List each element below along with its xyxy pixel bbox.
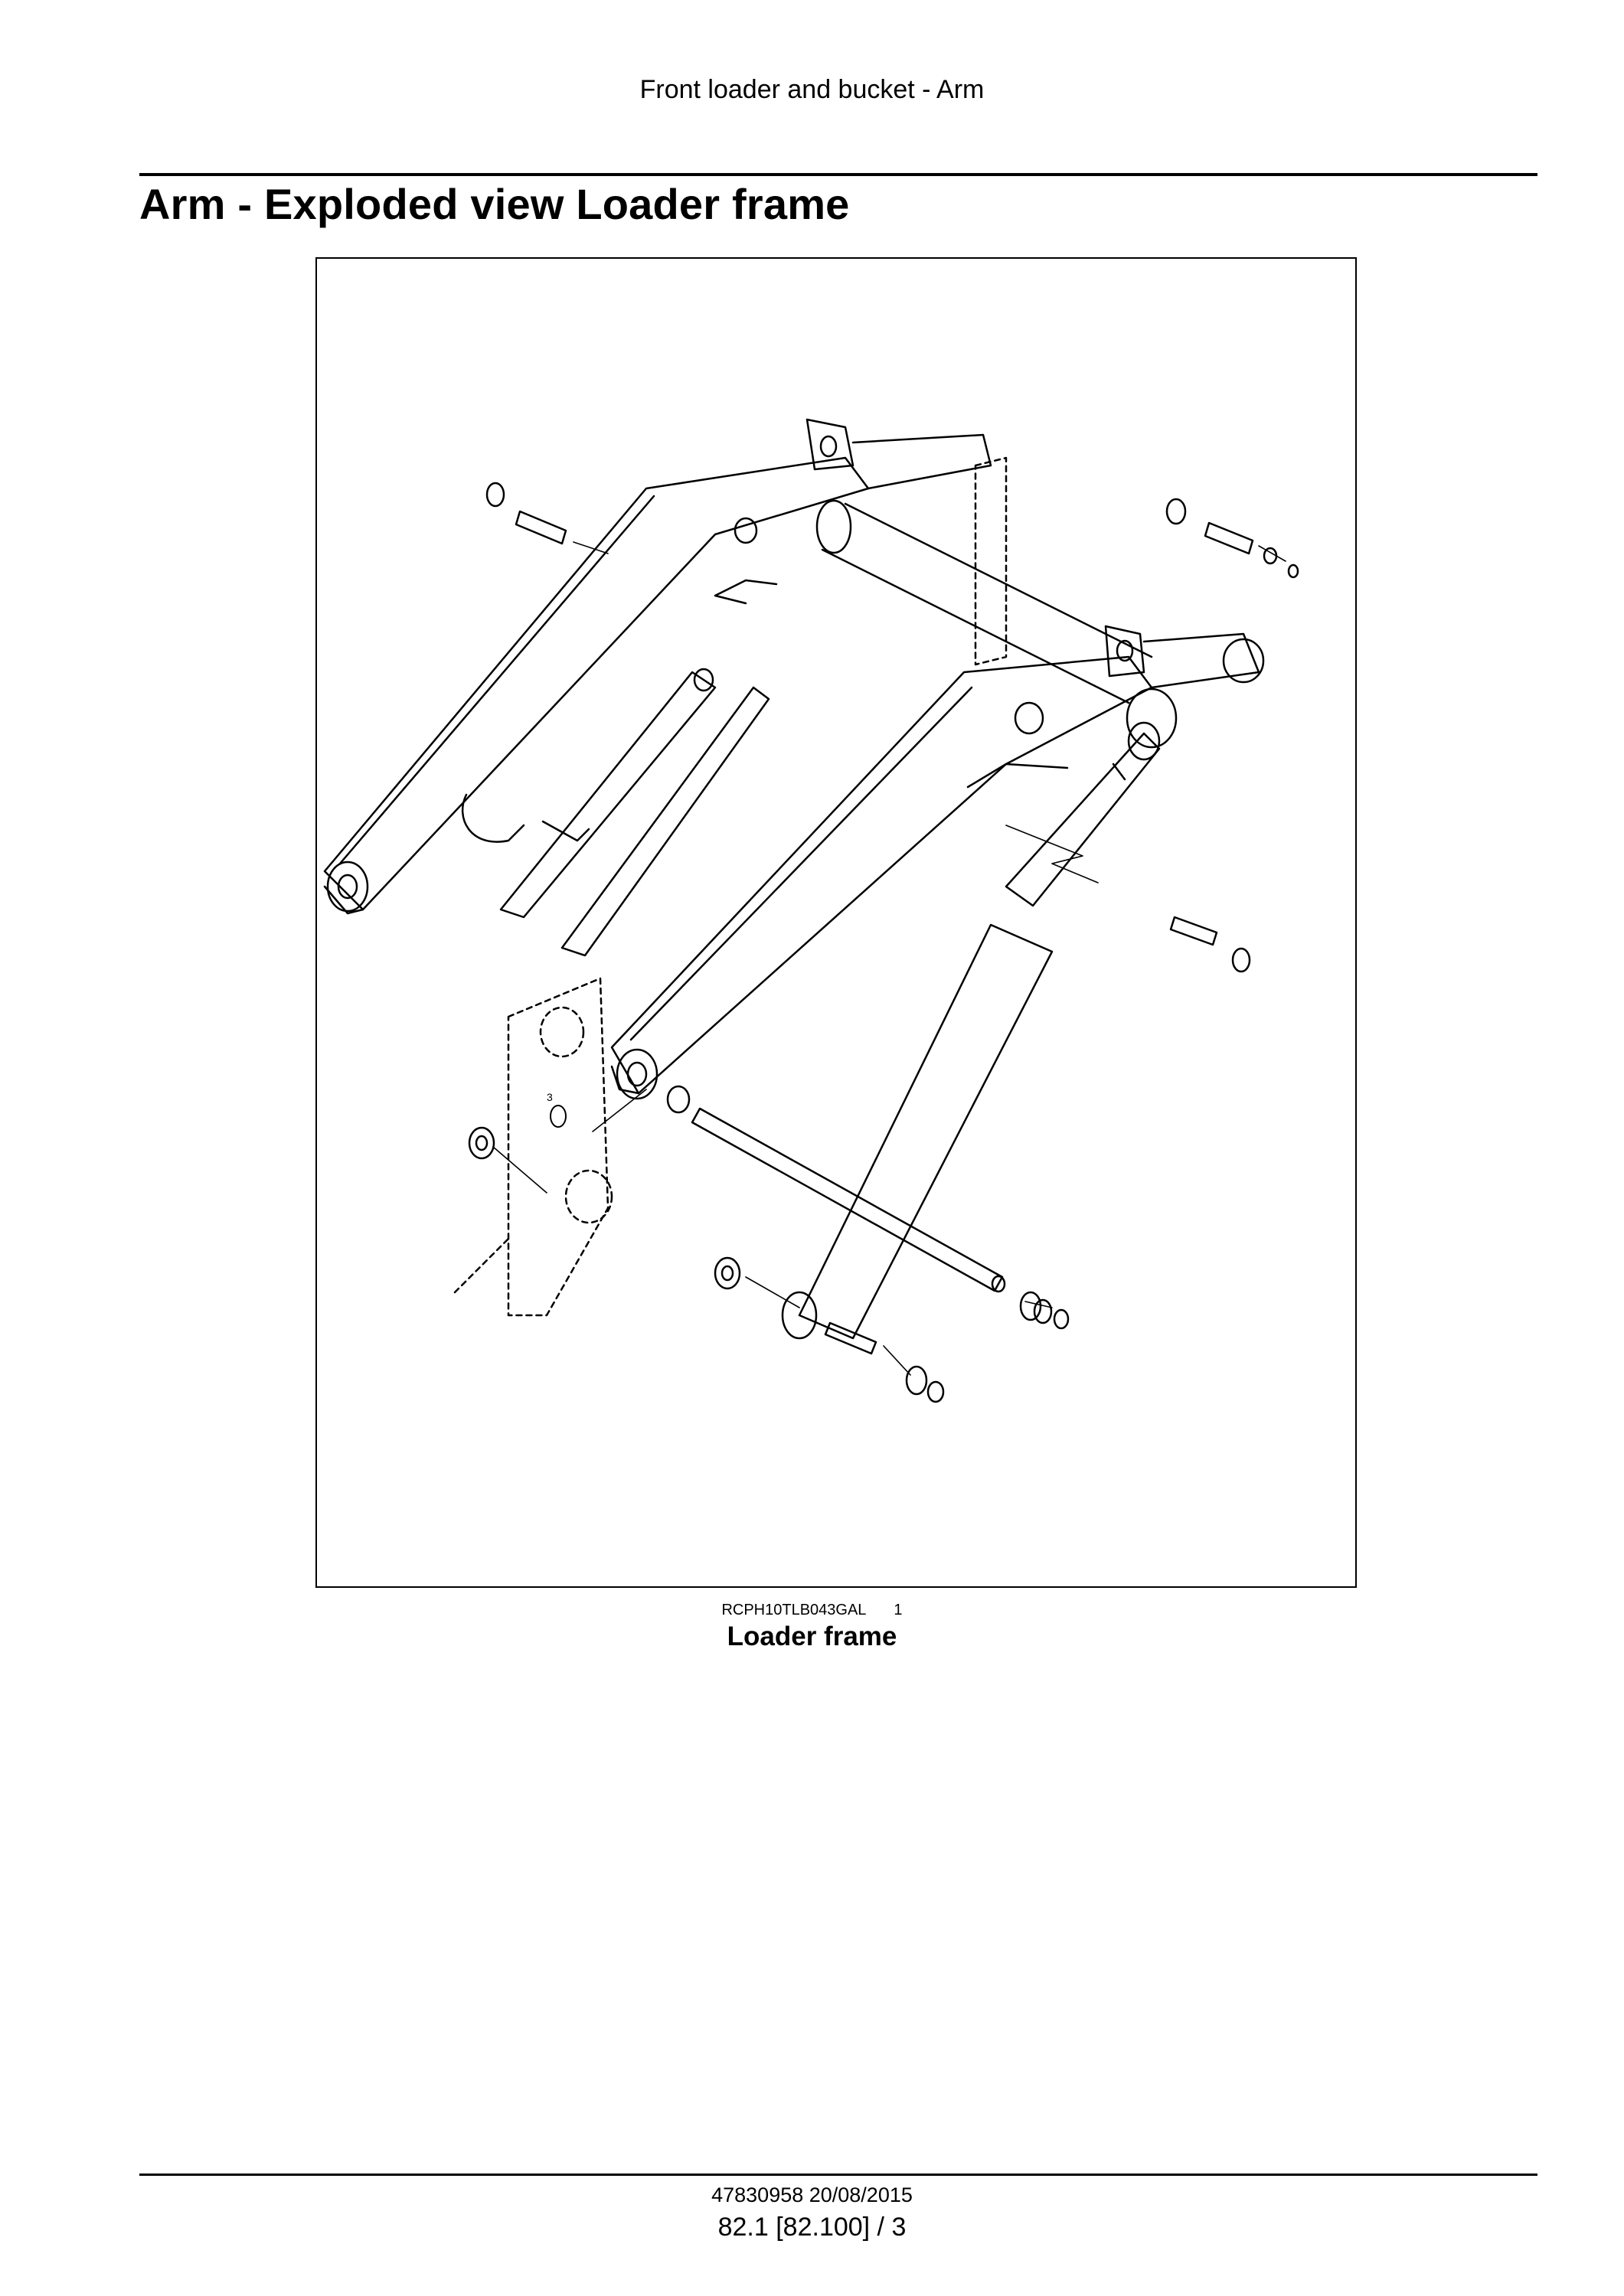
callout-3: 3 [547, 1091, 567, 1128]
figure-caption: Loader frame [727, 1622, 897, 1651]
support-frame [453, 456, 1008, 1317]
left-arm [323, 418, 992, 915]
chain-detail [461, 793, 590, 843]
leveling-link [499, 668, 770, 957]
page-number: 82.1 [82.100] / 3 [717, 2213, 907, 2242]
document-id-date: 47830958 20/08/2015 [711, 2183, 913, 2206]
washers [468, 482, 1299, 1403]
exploded-view-drawing: 3 [323, 418, 1299, 1403]
figure-number: 1 [894, 1602, 903, 1618]
leader-lines [492, 541, 1286, 1376]
right-arm [610, 625, 1265, 1100]
pivot-pin [691, 1107, 1006, 1293]
figure-reference-code: RCPH10TLB043GAL [721, 1602, 867, 1618]
section-title: Arm - Exploded view Loader frame [139, 180, 850, 228]
pin-hardware [515, 510, 1254, 1355]
footer-rule [139, 2174, 1537, 2176]
cross-tube [815, 499, 1153, 704]
hydraulic-cylinder [781, 721, 1161, 1340]
figure-frame: 3 [315, 257, 1357, 1588]
svg-text:3: 3 [547, 1091, 553, 1103]
running-header: Front loader and bucket - Arm [639, 75, 985, 104]
header-rule [139, 173, 1537, 176]
figure-reference: RCPH10TLB043GAL 1 [0, 1602, 1624, 1619]
